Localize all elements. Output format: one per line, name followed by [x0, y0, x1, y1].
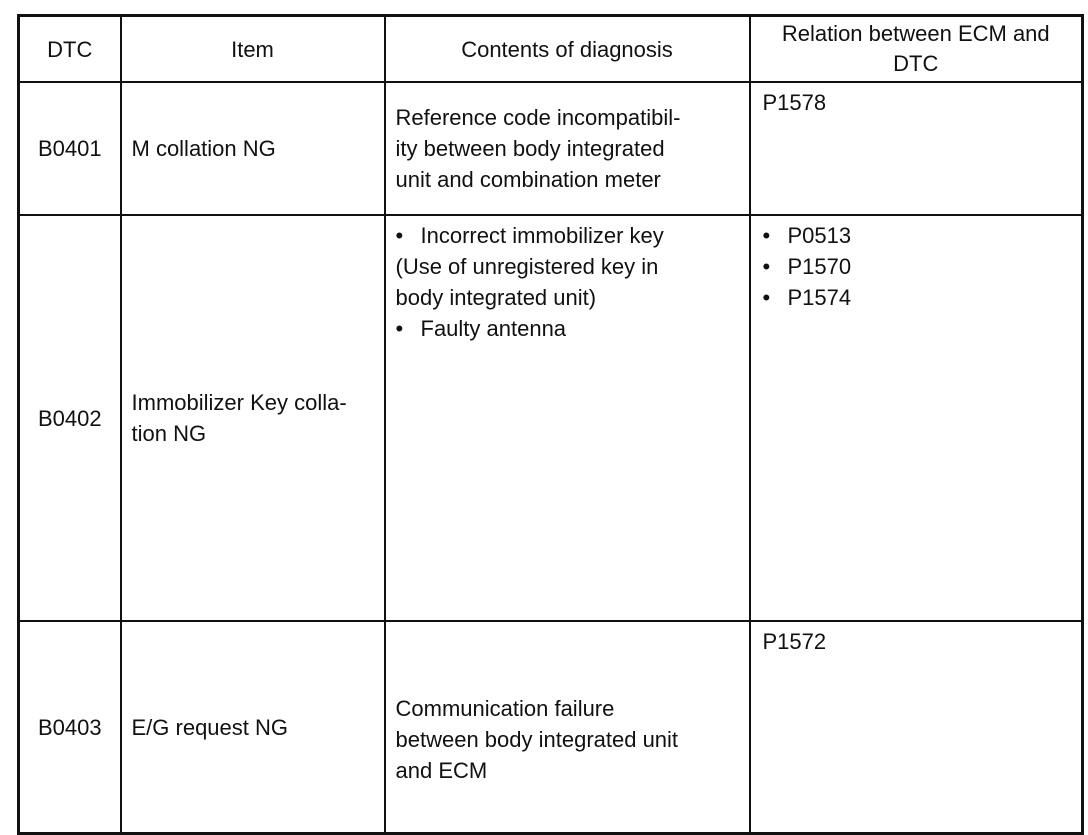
contents-cell: Reference code incompatibil- ity between…	[383, 81, 751, 216]
contents-line: Faulty antenna	[420, 316, 567, 341]
dtc-table: DTC Item Contents of diagnosis Relation …	[17, 14, 1084, 835]
contents-cell: Communication failure between body integ…	[383, 620, 751, 835]
relation-cell: P1578	[748, 81, 1084, 216]
bullet-icon: •	[395, 223, 404, 248]
relation-cell: • P0513 • P1570 • P1574	[748, 214, 1084, 622]
contents-bullet-item: • Faulty antenna	[396, 313, 741, 344]
contents-line: and ECM	[395, 757, 488, 783]
relation-code: P1578	[762, 90, 827, 115]
contents-line: between body integrated unit	[395, 726, 679, 752]
contents-line: Communication failure	[395, 695, 615, 721]
table-row: B0403 E/G request NG Communication failu…	[17, 620, 1084, 835]
relation-code: P1574	[787, 285, 852, 310]
bullet-icon: •	[762, 223, 771, 248]
header-relation: Relation between ECM and DTC	[748, 14, 1084, 83]
relation-bullet-item: • P1574	[763, 282, 1082, 313]
dtc-code: B0402	[17, 214, 122, 622]
contents-cell: • Incorrect immobilizer key (Use of unreg…	[383, 214, 751, 622]
relation-code: P1572	[762, 629, 827, 654]
table-row: B0401 M collation NG Reference code inco…	[17, 81, 1084, 216]
contents-line: Reference code incompatibil-	[395, 105, 681, 130]
contents-line: unit and combination meter	[395, 167, 661, 192]
item-cell: M collation NG	[119, 81, 386, 216]
relation-bullet-item: • P1570	[763, 251, 1082, 282]
item-cell: E/G request NG	[119, 620, 386, 835]
dtc-code: B0403	[17, 620, 122, 835]
item-line: tion NG	[131, 421, 207, 446]
header-relation-line: Relation between ECM and	[781, 21, 1050, 46]
header-row: DTC Item Contents of diagnosis Relation …	[17, 14, 1084, 83]
bullet-icon: •	[395, 316, 404, 341]
relation-bullet-item: • P0513	[763, 220, 1082, 251]
contents-line: Incorrect immobilizer key	[420, 223, 664, 248]
table-row: B0402 Immobilizer Key colla- tion NG • In…	[17, 214, 1084, 622]
dtc-code: B0401	[17, 81, 122, 216]
relation-code: P0513	[787, 223, 852, 248]
item-cell: Immobilizer Key colla- tion NG	[119, 214, 386, 622]
contents-bullet-item: • Incorrect immobilizer key	[396, 220, 741, 251]
item-line: M collation NG	[131, 136, 276, 161]
header-dtc: DTC	[17, 14, 122, 83]
contents-line: body integrated unit)	[395, 285, 597, 310]
header-relation-line: DTC	[893, 51, 939, 76]
item-line: E/G request NG	[131, 714, 289, 740]
item-line: Immobilizer Key colla-	[131, 390, 347, 415]
contents-line: ity between body integrated	[395, 136, 665, 161]
bullet-icon: •	[762, 254, 771, 279]
header-item: Item	[119, 14, 386, 83]
relation-cell: P1572	[748, 620, 1084, 835]
bullet-icon: •	[762, 285, 771, 310]
contents-line: (Use of unregistered key in	[395, 254, 659, 279]
header-contents: Contents of diagnosis	[383, 14, 751, 83]
relation-code: P1570	[787, 254, 852, 279]
